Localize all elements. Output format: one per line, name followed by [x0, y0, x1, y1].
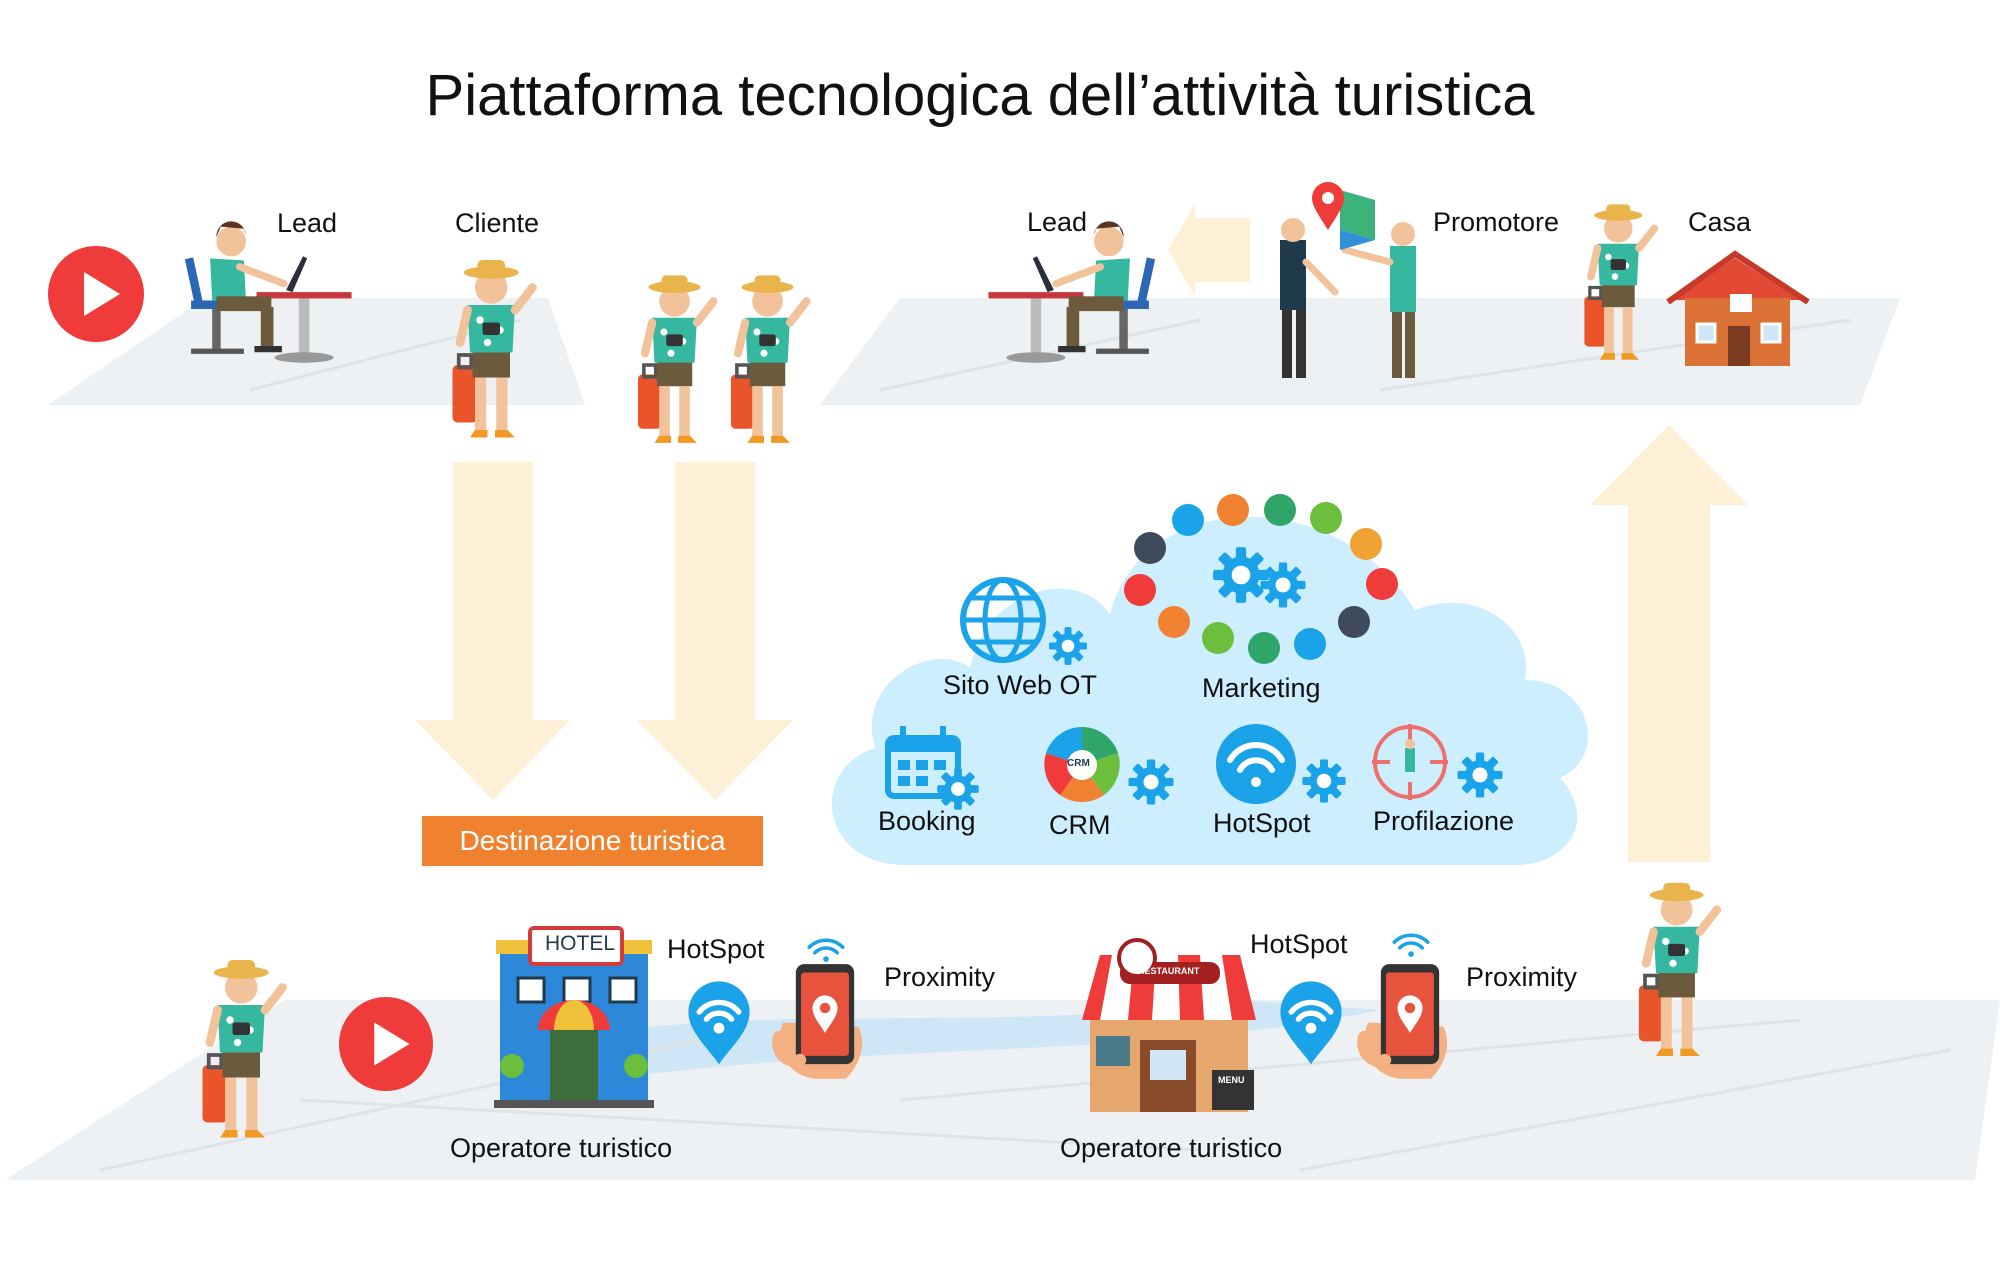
tourist-couple-a-icon: [638, 275, 714, 443]
sito-gear-icon: [1049, 627, 1087, 665]
profilazione-gear-icon: [1457, 752, 1503, 798]
marketing-icons-ring: [1124, 494, 1398, 664]
arrow-down-2: [637, 462, 793, 800]
crm-badge-text: CRM: [1067, 758, 1090, 769]
hotel-sign-text: HOTEL: [545, 932, 616, 955]
crm-wheel-icon: [1044, 727, 1120, 803]
arrow-left-small: [1168, 204, 1250, 296]
destinazione-turistica-label: Destinazione turistica: [422, 816, 763, 866]
label-operatore-left: Operatore turistico: [450, 1133, 673, 1163]
arrow-up: [1590, 425, 1748, 862]
booking-calendar-icon: [885, 726, 961, 799]
page-title: Piattaforma tecnologica dell’attività tu…: [425, 63, 1535, 128]
map-pin-icon: [1312, 182, 1375, 250]
label-hotspot-right: HotSpot: [1250, 929, 1348, 959]
tourist-couple-b-icon: [731, 275, 807, 443]
label-cliente: Cliente: [455, 208, 540, 238]
label-lead-left: Lead: [277, 208, 338, 238]
globe-icon: [960, 577, 1046, 663]
label-proximity-right: Proximity: [1466, 962, 1578, 992]
hotel-building-icon: [494, 926, 654, 1108]
label-sito-web: Sito Web OT: [943, 670, 1098, 700]
play-button-bottom[interactable]: [338, 996, 434, 1092]
label-hotspot-left: HotSpot: [667, 934, 765, 964]
arrow-down-1: [415, 462, 570, 800]
house-icon: [1666, 250, 1810, 366]
crm-gear-icon: [1128, 759, 1174, 805]
handshake-icon: [1280, 218, 1416, 378]
proximity-wifi-icon-right: [1392, 933, 1430, 959]
label-casa: Casa: [1688, 207, 1752, 237]
play-button-top[interactable]: [48, 246, 144, 342]
map-plane: [48, 298, 585, 405]
hotspot-wifi-icon: [1216, 724, 1296, 804]
restaurant-sign-text: RESTAURANT: [1138, 966, 1200, 976]
proximity-wifi-icon-left: [807, 938, 845, 964]
label-promotore: Promotore: [1433, 207, 1560, 237]
label-marketing: Marketing: [1202, 673, 1321, 703]
label-crm: CRM: [1049, 810, 1111, 840]
label-profilazione: Profilazione: [1373, 806, 1515, 836]
booking-gear-icon: [937, 768, 979, 810]
profilazione-target-icon: [1372, 724, 1448, 800]
label-hotspot-cloud: HotSpot: [1213, 808, 1311, 838]
label-operatore-right: Operatore turistico: [1060, 1133, 1283, 1163]
menu-board-text: MENU: [1218, 1075, 1245, 1085]
label-proximity-left: Proximity: [884, 962, 996, 992]
label-lead-right: Lead: [1027, 207, 1088, 237]
label-booking: Booking: [878, 806, 976, 836]
restaurant-building-icon: [1082, 938, 1256, 1112]
hotspot-gear-icon: [1302, 759, 1346, 803]
